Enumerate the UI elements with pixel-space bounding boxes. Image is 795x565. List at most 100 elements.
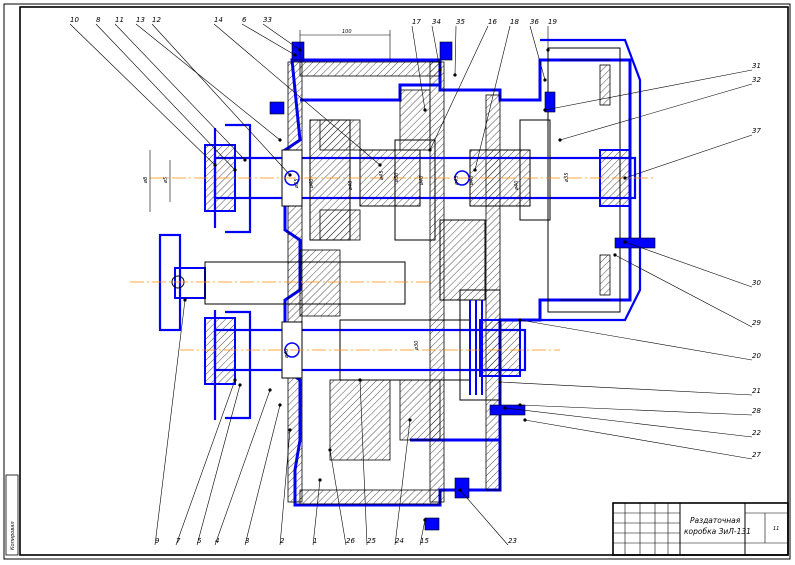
gears xyxy=(309,119,551,401)
leader-line xyxy=(279,429,291,546)
callout-number: 24 xyxy=(395,537,404,545)
callout-number: 28 xyxy=(752,407,761,415)
intermediate-shaft xyxy=(158,233,406,332)
leader-line xyxy=(95,23,236,171)
leader-line xyxy=(454,25,457,76)
leader-dot xyxy=(288,428,292,432)
leader-dot xyxy=(423,108,427,112)
dimension-top-text: 100 xyxy=(342,29,352,35)
leader-line xyxy=(196,384,241,546)
leader-line xyxy=(262,23,301,51)
leader-dot xyxy=(518,318,522,322)
left-diameter-dims xyxy=(149,150,171,212)
leader-dot xyxy=(428,148,432,152)
callout-number: 15 xyxy=(420,537,429,545)
leader-dot xyxy=(243,158,247,162)
callout-number: 34 xyxy=(432,18,441,26)
dimension-label: ø35 xyxy=(294,179,300,189)
callout-number: 5 xyxy=(197,537,202,545)
callout-number: 23 xyxy=(508,537,517,545)
callout-number: 25 xyxy=(367,537,376,545)
brake-drum xyxy=(540,38,642,322)
callout-number: 2 xyxy=(280,537,285,545)
leader-dot xyxy=(288,173,292,177)
callout-number: 1 xyxy=(313,537,317,545)
leader-dot xyxy=(558,138,562,142)
leader-line xyxy=(431,25,441,71)
leader-dot xyxy=(408,418,412,422)
dimension-label: ø40 xyxy=(284,349,290,359)
leader-line xyxy=(69,23,216,166)
leader-dot xyxy=(378,163,382,167)
callout-number: 30 xyxy=(752,279,761,287)
leader-line xyxy=(519,404,753,416)
title-block: Раздаточная коробка ЗиЛ-131 11 xyxy=(612,502,789,556)
leader-dot xyxy=(213,163,217,167)
leader-dot xyxy=(473,168,477,172)
leader-dot xyxy=(523,418,527,422)
leader-line xyxy=(114,23,246,161)
top-dimension: 100 xyxy=(299,29,391,60)
dimension-label: ø45 xyxy=(454,176,460,186)
leader-line xyxy=(213,23,381,166)
dimension-label: ø30 xyxy=(414,341,420,351)
leader-line xyxy=(544,69,753,111)
callout-number: 11 xyxy=(115,16,124,24)
leader-dot xyxy=(233,168,237,172)
callout-number: 22 xyxy=(752,429,761,437)
inner-frame xyxy=(19,6,789,556)
callout-number: 16 xyxy=(488,18,497,26)
leader-dot xyxy=(423,518,427,522)
callout-number: 12 xyxy=(152,16,161,24)
leader-line xyxy=(359,379,368,546)
leader-dot xyxy=(543,108,547,112)
leader-line xyxy=(524,419,753,460)
leader-dot xyxy=(233,378,237,382)
side-stamp-text: Копировал xyxy=(10,521,16,550)
callout-number: 4 xyxy=(215,537,219,545)
callout-number: 37 xyxy=(752,127,761,135)
callout-number: 8 xyxy=(96,16,101,24)
leader-line xyxy=(624,134,753,179)
leader-dot xyxy=(438,68,442,72)
leader-dot xyxy=(183,298,187,302)
leader-line xyxy=(151,23,291,176)
dimension-label: ø40 xyxy=(419,176,425,186)
leader-dot xyxy=(546,48,550,52)
sheet-number: 11 xyxy=(773,526,779,532)
bolts xyxy=(269,41,656,531)
callout-number: 26 xyxy=(346,537,355,545)
callout-number: 36 xyxy=(530,18,539,26)
leader-line xyxy=(614,254,753,328)
callout-number: 33 xyxy=(263,16,272,24)
callout-number: 19 xyxy=(548,18,557,26)
leader-dot xyxy=(623,176,627,180)
leader-dot xyxy=(503,406,507,410)
leader-dot xyxy=(453,73,457,77)
callout-number: 27 xyxy=(752,451,761,459)
leader-line xyxy=(244,404,281,546)
outer-frame xyxy=(3,3,791,560)
leader-dot xyxy=(328,448,332,452)
dimension-label: ø40 xyxy=(348,181,354,191)
title-name-line1: Раздаточная xyxy=(690,516,741,525)
leader-line xyxy=(429,25,489,151)
side-stamp: Копировал xyxy=(5,474,19,556)
leader-line xyxy=(175,379,236,546)
callout-number: 35 xyxy=(456,18,465,26)
leader-line xyxy=(504,407,753,438)
left-flanges xyxy=(213,123,252,420)
callout-number: 7 xyxy=(176,537,181,545)
leader-dot xyxy=(458,488,462,492)
leader-line xyxy=(459,489,509,546)
callout-number: 3 xyxy=(245,537,249,545)
leader-dot xyxy=(318,478,322,482)
callout-number: 14 xyxy=(214,16,223,24)
dimension-label: ø40 xyxy=(469,176,475,186)
leader-dot xyxy=(358,378,362,382)
leader-dot xyxy=(238,383,242,387)
callout-number: 13 xyxy=(136,16,145,24)
leader-line xyxy=(135,23,281,141)
leader-line xyxy=(329,449,347,546)
